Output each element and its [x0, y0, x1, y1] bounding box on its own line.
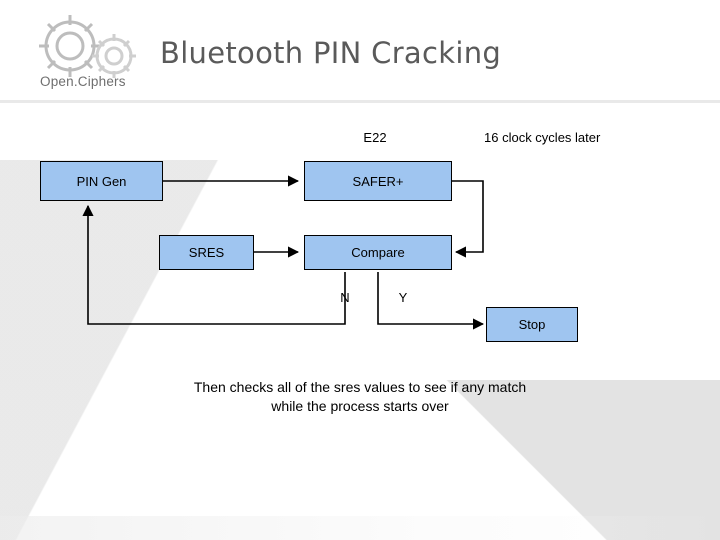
node-stop-label: Stop: [518, 317, 546, 332]
node-compare[interactable]: Compare: [304, 235, 452, 270]
node-pin-gen[interactable]: PIN Gen: [40, 161, 163, 201]
node-sres[interactable]: SRES: [159, 235, 254, 270]
caption-line-1: Then checks all of the sres values to se…: [193, 379, 527, 395]
gear-logo-icon: Open.Ciphers: [18, 12, 158, 96]
node-safer-plus-label: SAFER+: [352, 173, 404, 189]
caption-line-2: while the process starts over: [271, 398, 449, 414]
node-compare-label: Compare: [351, 245, 405, 260]
header-divider: [0, 100, 720, 103]
node-sres-label: SRES: [188, 245, 225, 260]
page-title: Bluetooth PIN Cracking: [160, 36, 502, 70]
node-safer-plus[interactable]: SAFER+: [304, 161, 452, 201]
label-branch-n: N: [340, 290, 350, 305]
label-e22: E22: [363, 130, 387, 145]
node-pin-gen-label: PIN Gen: [76, 173, 127, 189]
label-branch-y: Y: [398, 290, 408, 305]
logo-wordmark: Open.Ciphers: [40, 74, 126, 89]
diagram-caption: Then checks all of the sres values to se…: [0, 378, 720, 416]
node-stop[interactable]: Stop: [486, 307, 578, 342]
label-clock-cycles: 16 clock cycles later: [484, 130, 601, 145]
